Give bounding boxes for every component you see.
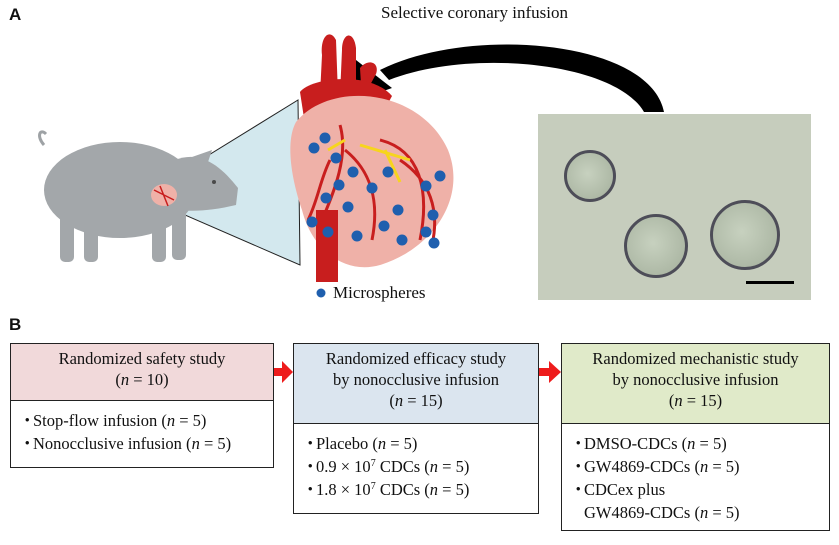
panel-a-letter: A (9, 5, 22, 24)
microsphere-legend-label: Microspheres (333, 283, 426, 302)
safety-study-n: (n = 10) (115, 370, 169, 389)
list-item: ・GW4869-CDCs (n = 5) (570, 457, 740, 476)
pig-illustration (38, 130, 238, 262)
efficacy-study-box: Randomized efficacy study by nonocclusiv… (293, 343, 539, 514)
safety-study-box: Randomized safety study (n = 10) ・Stop-f… (10, 343, 274, 468)
infusion-arrow (380, 44, 664, 112)
scale-bar (746, 281, 794, 284)
mechanistic-study-box: Randomized mechanistic study by nonocclu… (561, 343, 830, 531)
panel-b-letter: B (9, 315, 22, 334)
cell-1 (564, 150, 616, 202)
mechanistic-study-n: (n = 15) (668, 391, 723, 410)
infusion-label: Selective coronary infusion (381, 3, 568, 22)
list-item: ・0.9 × 107 CDCs (n = 5) (302, 457, 470, 476)
safety-study-header: Randomized safety study (n = 10) (11, 344, 273, 401)
pig-heart-small (151, 184, 177, 207)
efficacy-study-n: (n = 15) (389, 391, 443, 410)
panel-a-illustration (38, 34, 664, 298)
mechanistic-study-title-line2: by nonocclusive infusion (612, 370, 779, 389)
cell-micrograph (538, 114, 811, 300)
cell-2 (624, 214, 688, 278)
list-item: ・CDCex plus (570, 480, 666, 499)
list-item: ・Nonocclusive infusion (n = 5) (19, 434, 232, 453)
mechanistic-study-title-line1: Randomized mechanistic study (592, 349, 799, 368)
list-item: ・1.8 × 107 CDCs (n = 5) (302, 480, 470, 499)
efficacy-study-title-line2: by nonocclusive infusion (333, 370, 499, 389)
flow-arrow-2 (539, 361, 561, 383)
list-item: ・Placebo (n = 5) (302, 434, 418, 453)
cell-3 (710, 200, 780, 270)
microsphere-legend-dot (316, 288, 326, 298)
list-item: GW4869-CDCs (n = 5) (584, 503, 740, 522)
list-item: ・DMSO-CDCs (n = 5) (570, 434, 727, 453)
heart-illustration (290, 34, 454, 282)
safety-study-title: Randomized safety study (58, 349, 226, 368)
flow-arrow-1 (274, 361, 293, 383)
efficacy-study-header: Randomized efficacy study by nonocclusiv… (294, 344, 538, 424)
list-item: ・Stop-flow infusion (n = 5) (19, 411, 207, 430)
efficacy-study-title-line1: Randomized efficacy study (325, 349, 507, 368)
mechanistic-study-header: Randomized mechanistic study by nonocclu… (562, 344, 829, 424)
